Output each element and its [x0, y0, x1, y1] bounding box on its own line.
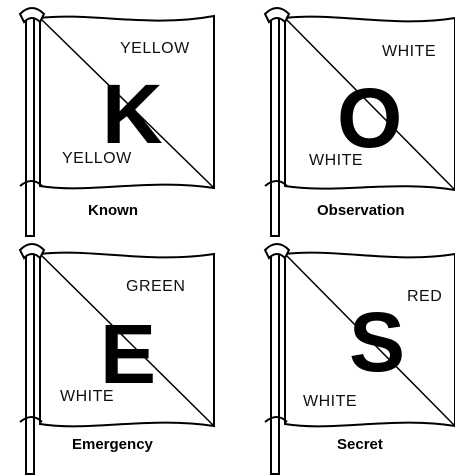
flag-o-upper-color: WHITE: [382, 43, 436, 61]
flag-e-upper-color: GREEN: [126, 278, 185, 296]
flag-k-caption: Known: [88, 202, 138, 219]
flag-o: WHITE WHITE O Observation: [245, 0, 455, 238]
flag-s-upper-color: RED: [407, 288, 442, 306]
flag-k: YELLOW YELLOW K Known: [0, 0, 228, 238]
flag-s-lower-color: WHITE: [303, 393, 357, 411]
flag-k-upper-color: YELLOW: [120, 40, 190, 58]
flag-o-caption: Observation: [317, 202, 405, 219]
flag-e: GREEN WHITE E Emergency: [0, 238, 228, 476]
flag-s-caption: Secret: [337, 436, 383, 453]
flag-e-letter: E: [100, 312, 156, 396]
flag-e-caption: Emergency: [72, 436, 153, 453]
flag-s: RED WHITE S Secret: [245, 238, 455, 476]
flag-s-letter: S: [349, 300, 405, 384]
flag-k-letter: K: [102, 72, 163, 156]
flag-o-letter: O: [337, 76, 402, 160]
